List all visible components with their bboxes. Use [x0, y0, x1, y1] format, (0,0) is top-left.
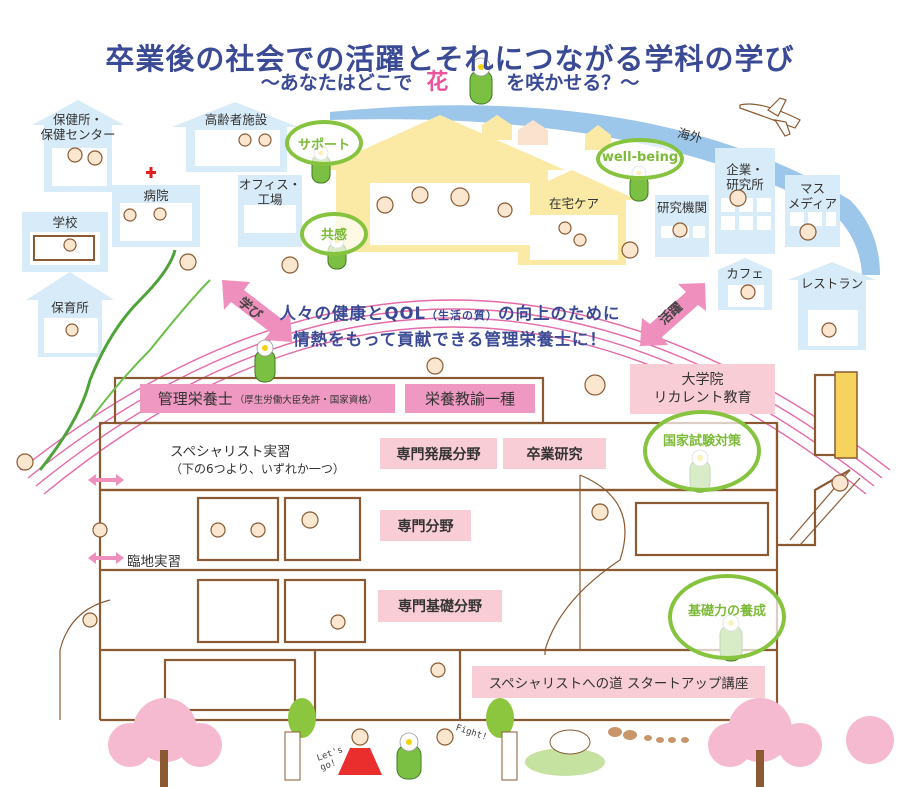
grad-school-box: 大学院 リカレント教育	[630, 364, 775, 414]
graduation-thesis: 卒業研究	[503, 438, 606, 469]
door-icon	[834, 371, 858, 459]
workplace-elderly-facility: 高齢者施設	[204, 112, 268, 127]
ducks	[608, 727, 689, 743]
workplace-cafe: カフェ	[726, 266, 764, 281]
dietitian-label: 管理栄養士	[157, 390, 233, 408]
value-wellbeing: well-being	[596, 138, 684, 180]
advanced-field: 専門発展分野	[380, 438, 497, 469]
workplace-research-institute: 研究機関	[656, 200, 707, 215]
subtitle-before: ～あなたはどこで	[260, 72, 413, 94]
vine	[38, 249, 177, 471]
specialized-field: 専門分野	[380, 510, 471, 541]
characters	[16, 133, 849, 746]
workplace-school: 学校	[52, 215, 78, 230]
workplace-hospital: 病院	[143, 188, 169, 203]
specialist-practice: スペシャリスト実習	[170, 444, 291, 460]
basic-field: 専門基礎分野	[378, 590, 502, 622]
learning-arrow	[222, 280, 292, 342]
double-arrow-icon	[88, 552, 124, 564]
subtitle-flower: 花	[426, 70, 449, 95]
workplace-company-lab: 企業・ 研究所	[726, 162, 764, 192]
red-dress	[338, 748, 382, 775]
workplace-office-factory: オフィス・ 工場	[238, 177, 302, 207]
dietitian-note: （厚生労働大臣免許・国家資格）	[234, 394, 378, 406]
field-practice: 臨地実習	[127, 554, 181, 570]
workplace-mass-media: マス メディア	[787, 181, 838, 211]
mission-line-2: 情熱をもって貢献できる管理栄養士に！	[293, 330, 607, 349]
workplace-nursery: 保育所	[51, 300, 89, 315]
foundation: 基礎力の養成	[668, 574, 786, 660]
cherry-tree-right	[708, 698, 894, 787]
workplace-home-care: 在宅ケア	[548, 196, 599, 211]
value-empathy: 共感	[300, 212, 368, 256]
page-subtitle: ～あなたはどこで花 を咲かせる？～	[0, 64, 900, 96]
specialist-practice-note: （下の6つより、いずれか一つ）	[170, 462, 345, 476]
mission-line-1b: （生活の質）	[426, 309, 499, 322]
value-support: サポート	[285, 120, 363, 166]
double-arrow-icon	[88, 474, 124, 486]
mission-line-1c: の向上のために	[498, 304, 621, 323]
exam-prep: 国家試験対策	[643, 410, 761, 492]
activity-arrow	[640, 283, 706, 346]
startup-course: スペシャリストへの道 スタートアップ講座	[472, 666, 765, 698]
mission-line-1: 人々の健康とQOL（生活の質）の向上のために	[250, 302, 650, 328]
cherry-tree-left	[108, 698, 222, 787]
sheep-icon	[549, 729, 591, 755]
workplace-restaurant: レストラン	[800, 276, 864, 291]
workplace-health-center: 保健所・ 保健センター	[40, 112, 116, 142]
subtitle-after: を咲かせる？～	[506, 72, 640, 94]
qualification-dietitian: 管理栄養士（厚生労働大臣免許・国家資格）	[140, 384, 395, 413]
airplane-icon	[739, 97, 801, 137]
mission-message: 人々の健康とQOL（生活の質）の向上のために 情熱をもって貢献できる管理栄養士に…	[250, 302, 650, 352]
mission-line-1a: 人々の健康とQOL	[279, 304, 427, 323]
qualification-teacher: 栄養教諭一種	[405, 384, 535, 413]
page-title: 卒業後の社会での活躍とそれにつながる学科の学び	[105, 42, 795, 76]
